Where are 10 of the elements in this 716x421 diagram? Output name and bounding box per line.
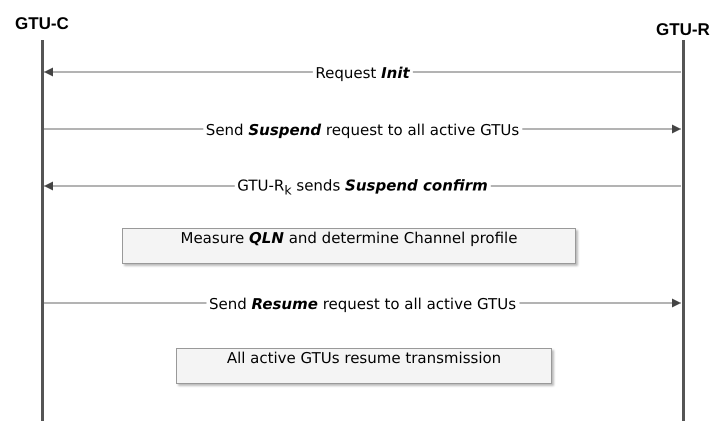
message-label: Send Resume request to all active GTUs: [206, 295, 520, 313]
action-box: All active GTUs resume transmission: [176, 348, 552, 384]
participant-label: GTU-R: [656, 20, 710, 40]
action-box: Measure QLN and determine Channel profile: [122, 228, 576, 264]
message-label: Request Init: [312, 64, 413, 82]
participant-label: GTU-C: [15, 14, 69, 34]
lifeline: [682, 40, 685, 421]
message-label: Send Suspend request to all active GTUs: [202, 121, 522, 139]
message-label: GTU-R$_{k}$ sends Suspend confirm: [234, 176, 491, 198]
lifeline: [41, 40, 44, 421]
